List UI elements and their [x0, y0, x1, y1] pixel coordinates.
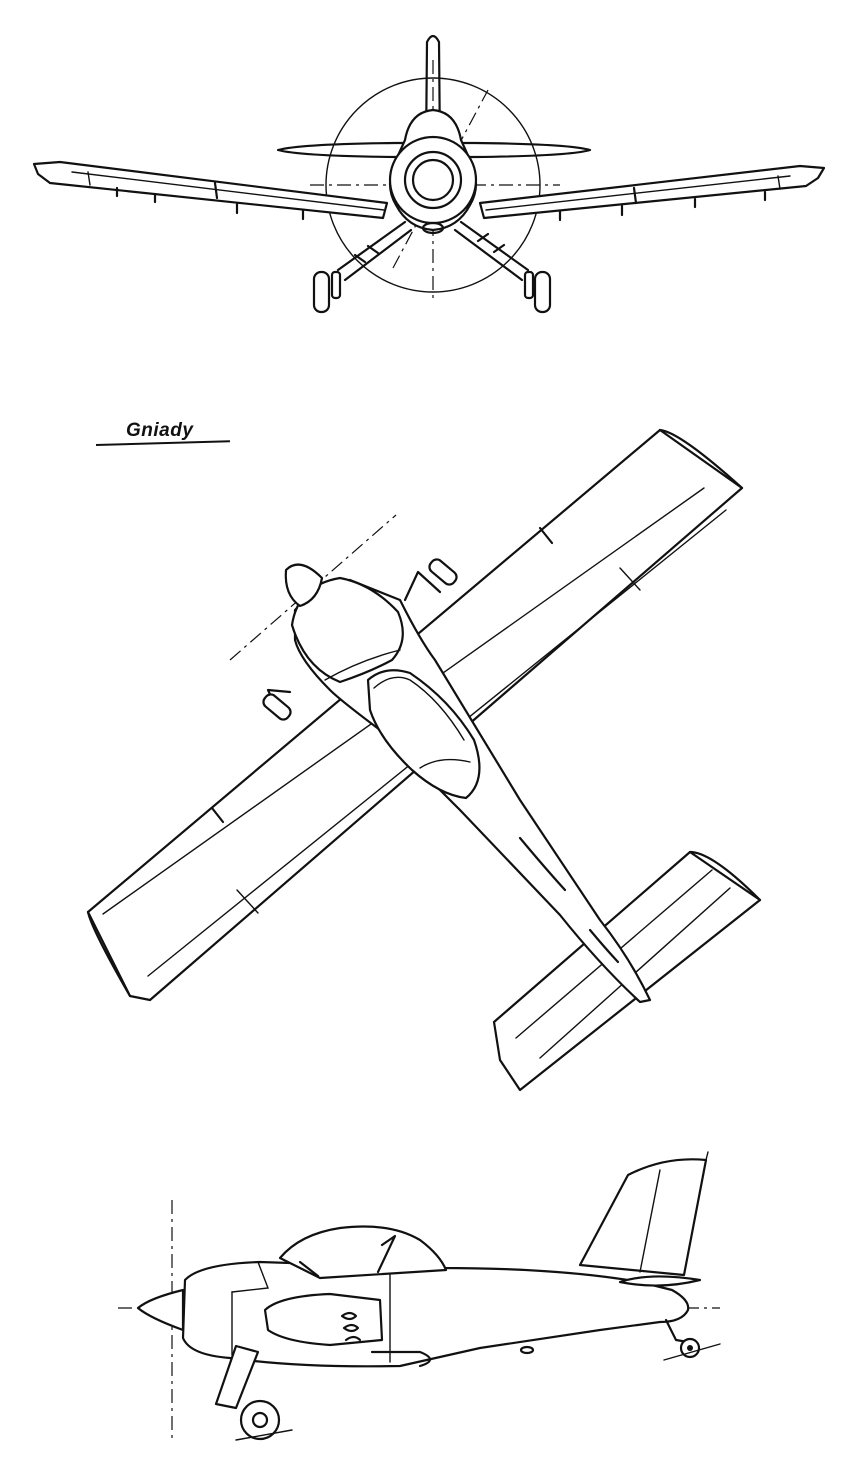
front-wing-left: [32, 160, 389, 220]
front-wheel-left: [312, 270, 331, 314]
side-stabilizer: [618, 1275, 702, 1287]
front-wheel-right: [533, 270, 552, 314]
side-canopy: [278, 1225, 448, 1280]
front-fin: [424, 34, 442, 152]
top-spinner: [284, 563, 324, 608]
front-spinner-ring: [403, 150, 463, 210]
top-cowling: [290, 576, 404, 684]
front-view: [32, 34, 826, 314]
top-canopy: [366, 669, 481, 800]
side-engine-pod: [263, 1292, 384, 1347]
front-gear-right: [453, 220, 530, 282]
side-view: [118, 1151, 721, 1441]
aircraft-name-label: Gniady: [126, 420, 194, 441]
side-main-wheel: [239, 1399, 281, 1441]
front-spinner: [411, 158, 455, 202]
side-spinner: [136, 1288, 185, 1332]
front-stabilizer: [276, 141, 592, 159]
front-cowling: [388, 135, 478, 225]
side-main-gear: [214, 1344, 260, 1410]
front-gear-left: [336, 220, 413, 282]
side-fuselage: [181, 1260, 690, 1368]
top-view: [86, 428, 762, 1092]
